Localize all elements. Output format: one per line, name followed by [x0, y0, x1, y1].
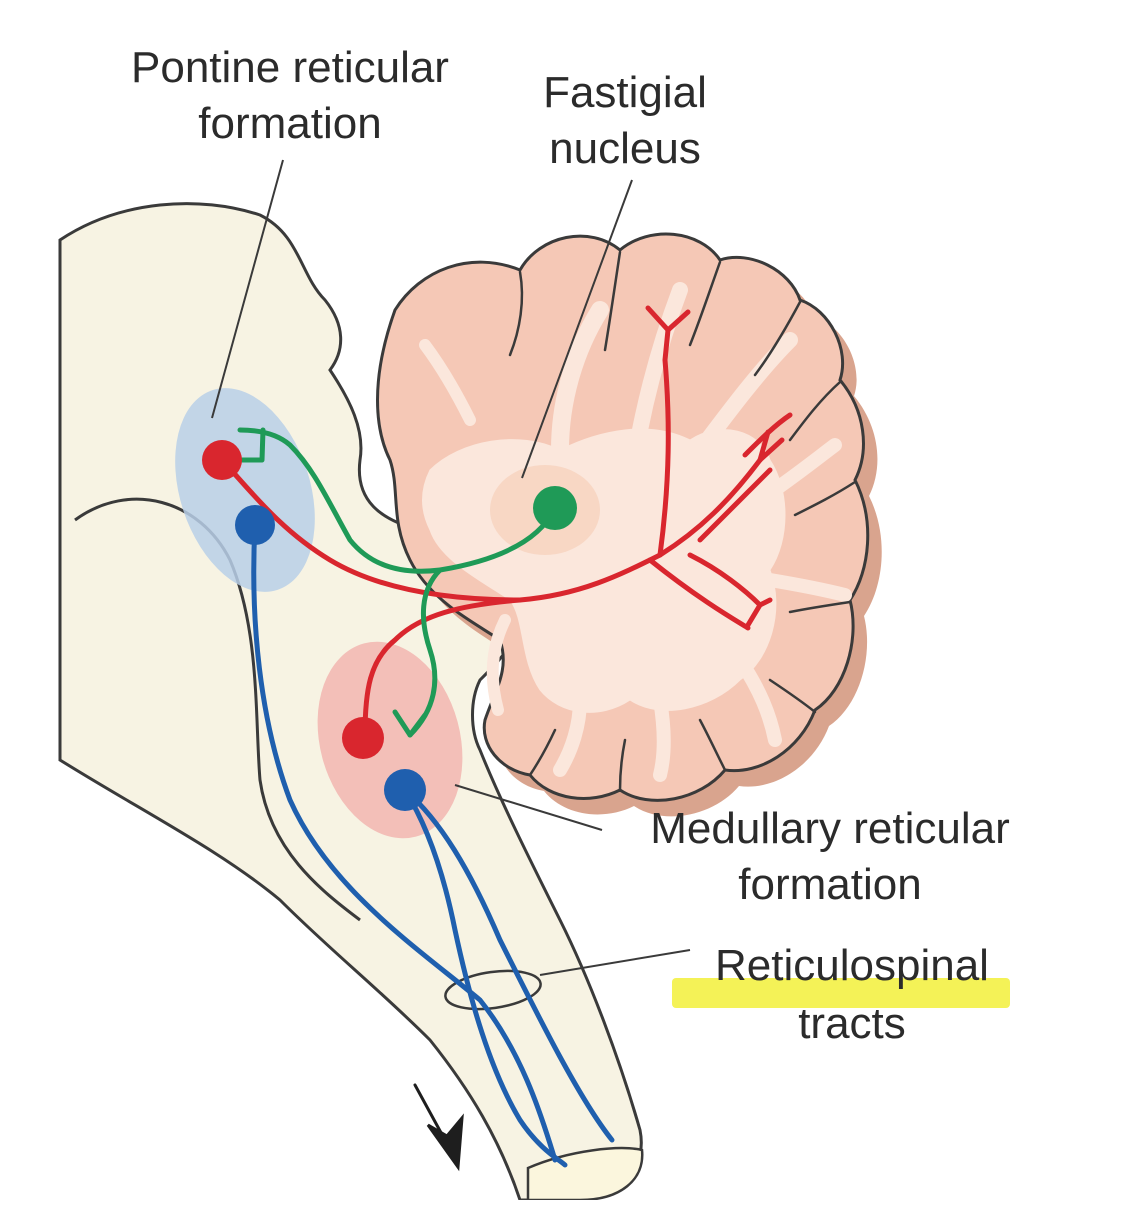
reticulospinal-tract-ellipse	[444, 969, 542, 1011]
fastigial-green-neuron	[533, 486, 577, 530]
label-pontine-line2: formation	[198, 99, 381, 148]
label-reticulospinal-line1: Reticulospinal	[715, 941, 989, 990]
blue-reticulospinal-pathways	[251, 522, 615, 1168]
reticulospinal-highlight	[672, 978, 1010, 1008]
cerebellum-folia-lines	[508, 250, 857, 792]
medullary-blue-neuron	[384, 769, 426, 811]
pontine-red-neuron	[202, 440, 242, 480]
red-cerebellar-pathways	[219, 305, 793, 738]
pontine-blue-neuron	[235, 505, 275, 545]
label-leader-lines	[211, 159, 691, 976]
descending-arrow-icon	[413, 1083, 464, 1172]
brainstem-fold	[74, 497, 361, 922]
green-fastigial-pathway	[237, 427, 558, 738]
label-reticulospinal-line2: tracts	[798, 999, 906, 1048]
label-fastigial-line2: nucleus	[549, 124, 701, 173]
medullary-reticular-region	[317, 641, 463, 839]
medullary-red-neuron	[342, 717, 384, 759]
label-fastigial-line1: Fastigial	[543, 68, 707, 117]
label-pontine-line1: Pontine reticular	[131, 43, 449, 92]
label-medullary-line1: Medullary reticular	[650, 804, 1009, 853]
label-medullary-line2: formation	[738, 860, 921, 909]
